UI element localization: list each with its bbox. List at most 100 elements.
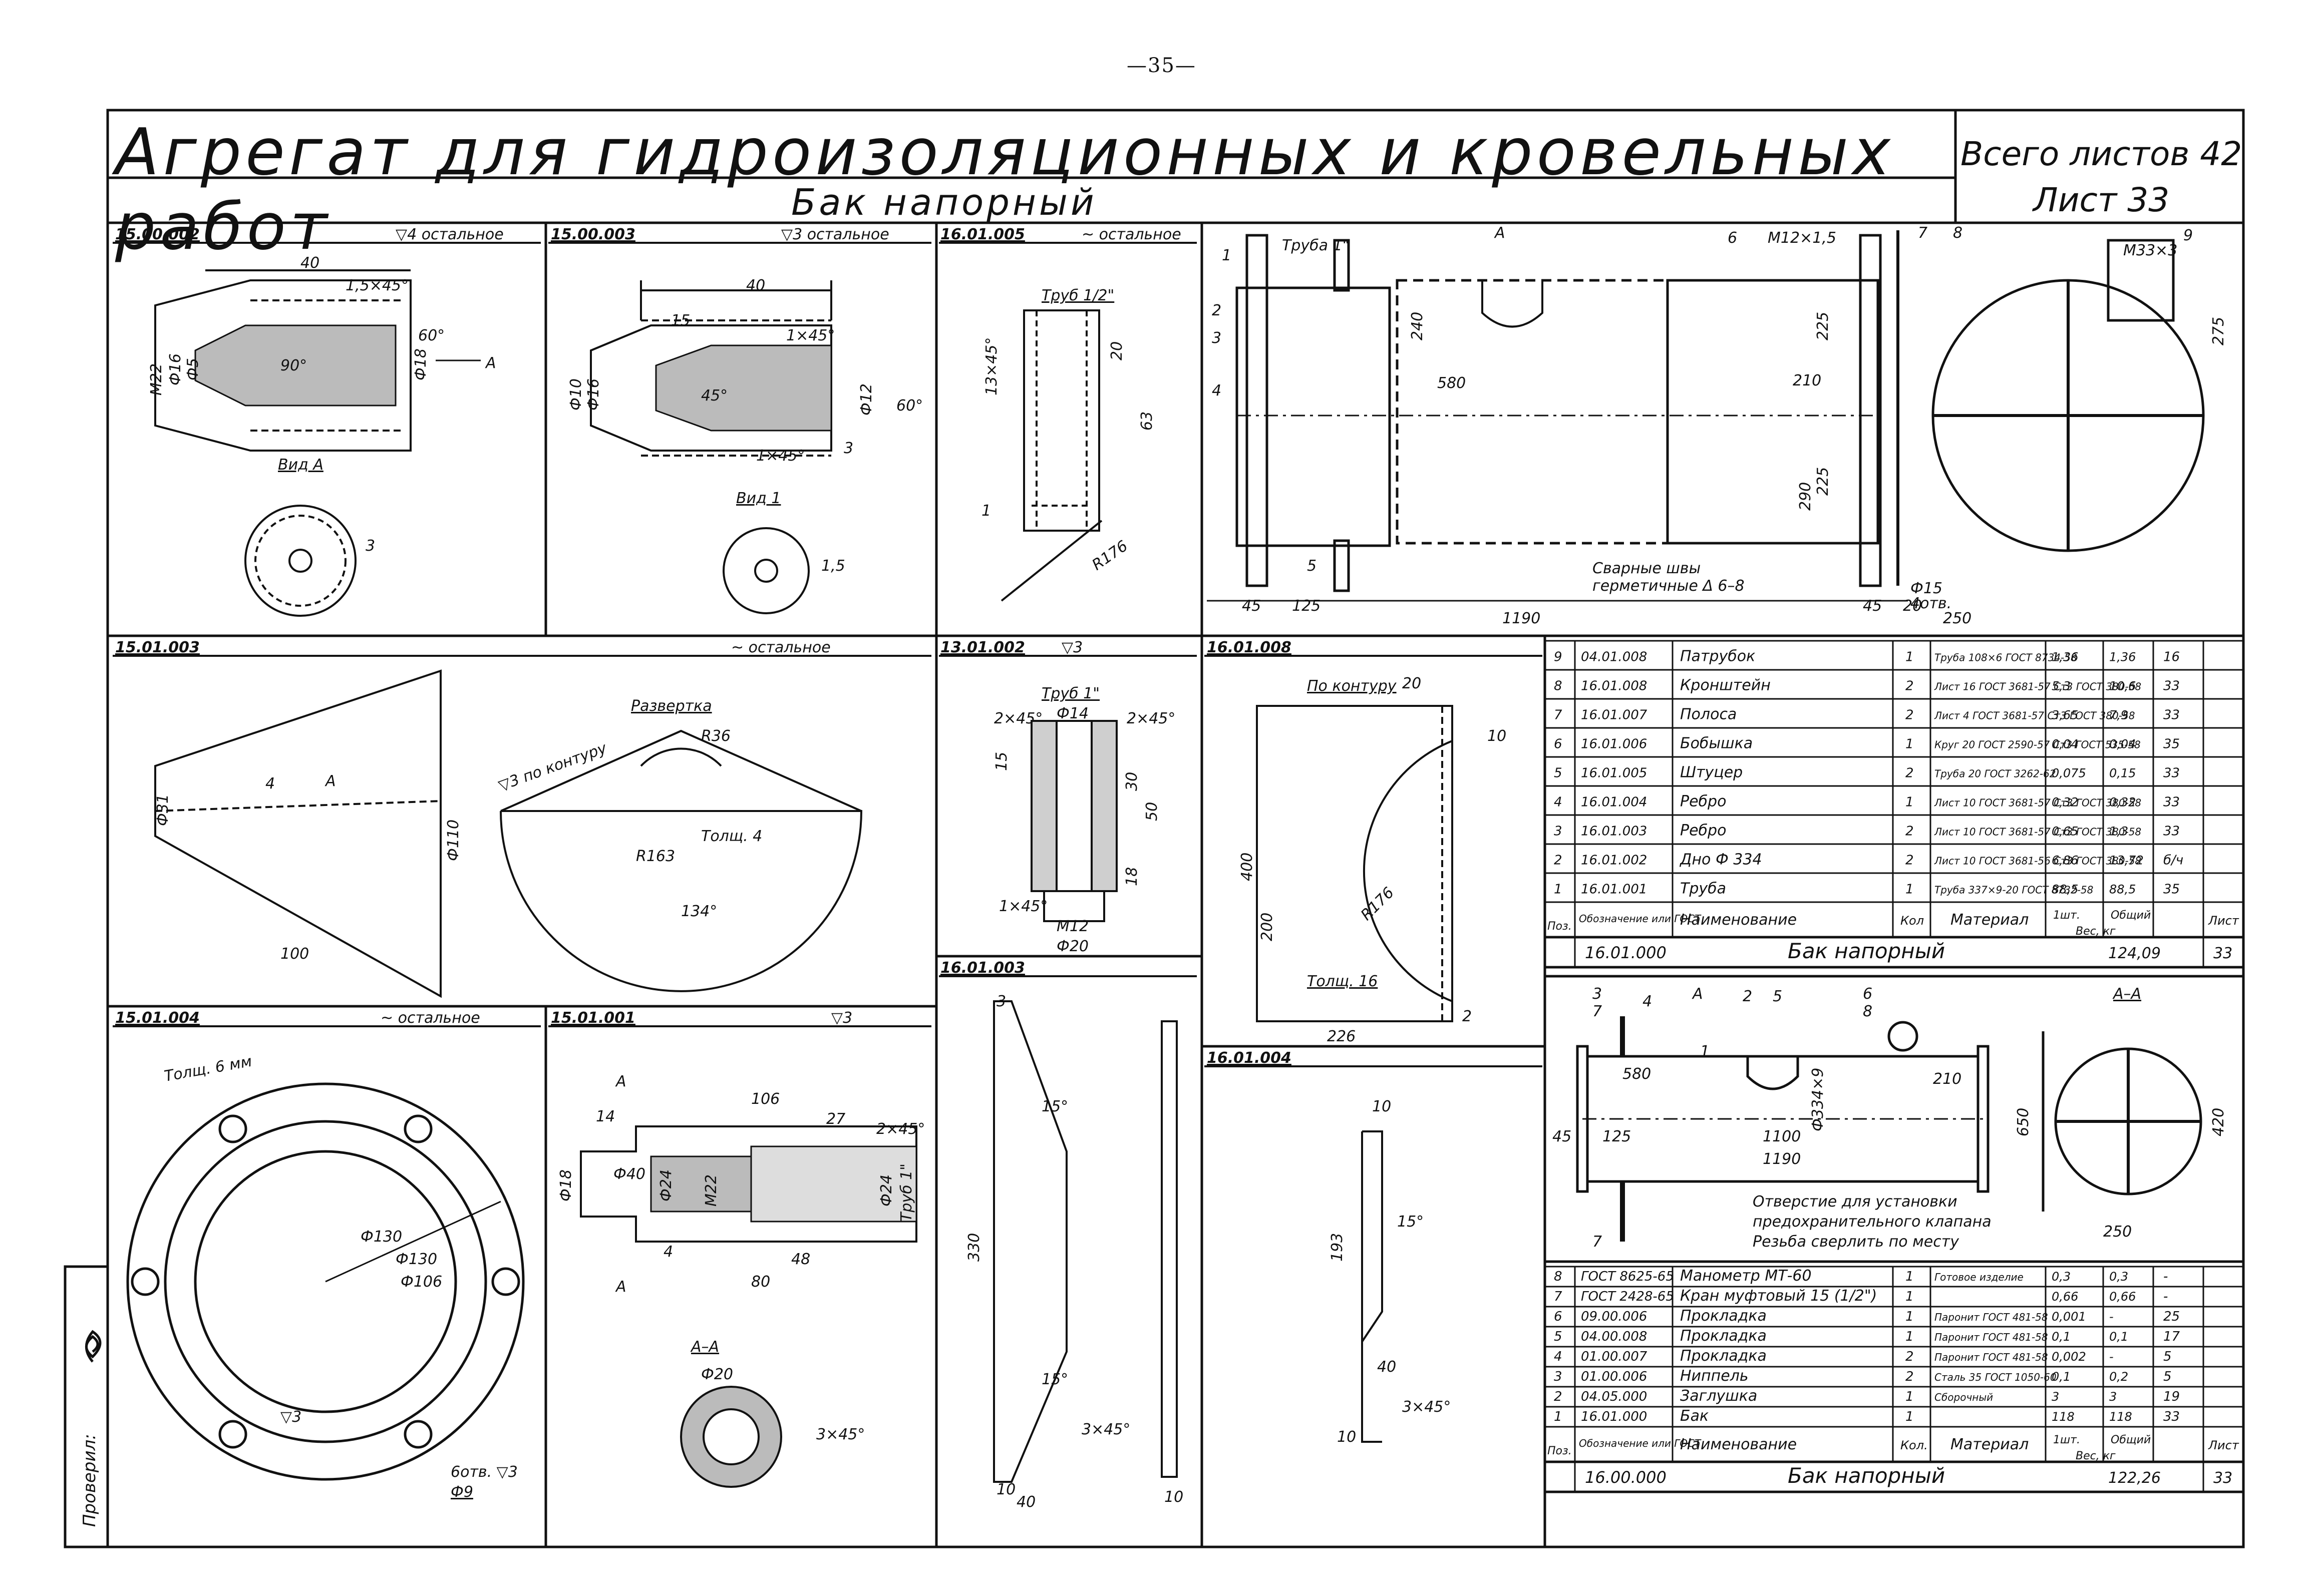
table-cell: 7: [1554, 708, 1562, 723]
tank-main-view: [1207, 230, 2205, 602]
table-cell: б/ч: [2163, 853, 2183, 868]
p6-dim-0: 20: [1402, 675, 1421, 692]
p7-dim-2: Ф106: [401, 1273, 442, 1291]
table-cell: 16.01.005: [1581, 766, 1647, 781]
table-cell: 1: [1554, 1409, 1562, 1424]
table-cell: 3: [2109, 1390, 2117, 1404]
main-dim-1: 580: [1437, 374, 1466, 392]
panel-15-01-001: [580, 1125, 917, 1488]
panel-15-00-002-text: 15.00.002 ▽4 остальное Вид А 40 1,5×45° …: [115, 226, 504, 555]
table-cell: Сборочный: [1934, 1391, 1993, 1403]
p8-dim-10: 4: [664, 1243, 673, 1261]
p5-pipe: Труб 1": [1042, 685, 1100, 702]
p7-hole-d: Ф9: [451, 1483, 473, 1501]
table-cell: 35: [2163, 737, 2180, 752]
table-cell: Ниппель: [1680, 1367, 1749, 1385]
panel-13-01-002-text: 13.01.002 ▽3 Труб 1" 2×45° Ф14 2×45° 15 …: [940, 639, 1175, 955]
p4-roughness: ~ остальное: [731, 639, 831, 656]
panel-15-00-002: [154, 269, 481, 617]
main-dim-13: 4отв.: [1910, 595, 1951, 612]
table-cell: 16.01.006: [1581, 737, 1647, 752]
table-cell: 1: [1905, 737, 1914, 752]
tank-assembly-view-text: 3 7 4 А 1 2 5 6 8 А–А 7 580 210 45 125 1…: [1552, 985, 2227, 1251]
table-cell: 118: [2109, 1410, 2132, 1424]
p6-dim-2: 400: [1238, 853, 1256, 881]
table-cell: Лист 4 ГОСТ 3681-57 Ст3 ГОСТ 380-58: [1934, 710, 2135, 722]
main-dim-8: 125: [1292, 597, 1321, 615]
asm-note-0: Отверстие для установки: [1753, 1193, 1957, 1211]
table-cell: Труба 337×9-20 ГОСТ 8732-58: [1934, 884, 2093, 896]
p8-code: 15.01.001: [551, 1009, 635, 1027]
table-cell: 33: [2163, 679, 2180, 694]
p1-dim-4: Ф5: [184, 358, 202, 380]
p4-dim-2: 100: [280, 945, 309, 963]
p9-dim-3: 15°: [1042, 1371, 1068, 1388]
p1-view: Вид А: [278, 456, 323, 474]
table-cell: Готовое изделие: [1934, 1271, 2024, 1283]
p3-dim-4: 1: [981, 502, 991, 520]
asm-note-2: Резьба сверлить по месту: [1753, 1233, 1959, 1251]
p1-dim-8: А: [485, 354, 496, 372]
p9-dim-0: 3: [997, 993, 1006, 1010]
p7-code: 15.01.004: [115, 1009, 200, 1027]
table-cell: 09.00.006: [1581, 1309, 1647, 1324]
table-cell: 04.01.008: [1581, 650, 1647, 665]
p2-dim-5: Ф12: [858, 383, 875, 416]
asm-dim-9: 250: [2103, 1223, 2132, 1241]
p6-dim-1: 10: [1487, 727, 1506, 745]
table-cell: 9: [1554, 650, 1562, 665]
panel-16-01-004: [1361, 1130, 1383, 1443]
table-footer-weight: 122,26: [2108, 1469, 2161, 1487]
table-header-material: Материал: [1950, 911, 2029, 929]
main-dim-6: 290: [1797, 482, 1814, 511]
p2-code: 15.00.003: [551, 226, 635, 243]
table-header-weight: Вес, кг: [2076, 925, 2116, 938]
p2-dim-10: 1,5: [821, 557, 845, 575]
table-header-code: Обозначение или ГОСТ: [1579, 1437, 1702, 1449]
table-header-total: Общий: [2111, 1434, 2151, 1446]
table-cell: 1: [1905, 1289, 1914, 1304]
p3-pipe: Труб 1/2": [1042, 287, 1114, 304]
table-cell: 6: [1554, 737, 1562, 752]
table-header-total: Общий: [2111, 909, 2151, 922]
table-cell: Лист 10 ГОСТ 3681-56 Ст3 ГОСТ 380-58: [1934, 855, 2141, 867]
table-cell: 2: [1905, 853, 1914, 868]
table-cell: Заглушка: [1680, 1387, 1757, 1405]
p9-dim-5: 40: [1017, 1493, 1036, 1511]
table-cell: 0,15: [2109, 766, 2136, 780]
table-cell: 0,1: [2052, 1330, 2071, 1344]
p8-dim-6: Ф24: [657, 1169, 675, 1202]
p5-dim-6: 18: [1123, 867, 1141, 886]
table-header-qty: Кол: [1900, 914, 1924, 928]
table-header-name: Наименование: [1680, 911, 1797, 929]
table-cell: Полоса: [1680, 706, 1737, 723]
table-cell: 10,6: [2109, 679, 2136, 693]
panel-13-01-002: [1031, 720, 1118, 922]
table-header-unit: 1шт.: [2053, 909, 2080, 922]
p9-dim-4: 10: [997, 1481, 1016, 1498]
sheet-total: Всего листов 42: [1960, 135, 2242, 173]
table-cell: 04.00.008: [1581, 1329, 1647, 1344]
p10-dim-3: 40: [1377, 1358, 1396, 1376]
p3-dim-3: R176: [1089, 537, 1131, 574]
p10-code: 16.01.004: [1207, 1049, 1291, 1067]
table-header-weight: Вес, кг: [2076, 1450, 2116, 1462]
table-header-code: Обозначение или ГОСТ: [1579, 913, 1702, 925]
table-cell: 0,1: [2109, 1330, 2128, 1344]
p7-dim-0: Ф130: [361, 1228, 402, 1246]
asm-label-2: 4: [1642, 993, 1652, 1010]
p3-code: 16.01.005: [940, 226, 1025, 243]
asm-dim-7: 650: [2015, 1108, 2032, 1136]
asm-label-9: А–А: [2112, 985, 2141, 1003]
table-footer-name: Бак напорный: [1788, 939, 1945, 963]
asm-label-7: 6: [1863, 985, 1872, 1003]
table-cell: 1: [1905, 650, 1914, 665]
p5-dim-2: 2×45°: [1127, 710, 1175, 727]
main-label-7: 9: [2183, 227, 2193, 244]
p1-dim-6: Ф18: [412, 348, 430, 380]
panel-16-01-008-text: 16.01.008 По контуру Толщ. 16 20 10 400 …: [1207, 639, 1506, 1045]
p7-holes: 6отв. ▽3: [451, 1463, 518, 1481]
p7-dim-3: ▽3: [280, 1408, 301, 1426]
table-cell: 1: [1905, 1389, 1914, 1404]
p7-thick: Толщ. 6 мм: [163, 1053, 253, 1085]
